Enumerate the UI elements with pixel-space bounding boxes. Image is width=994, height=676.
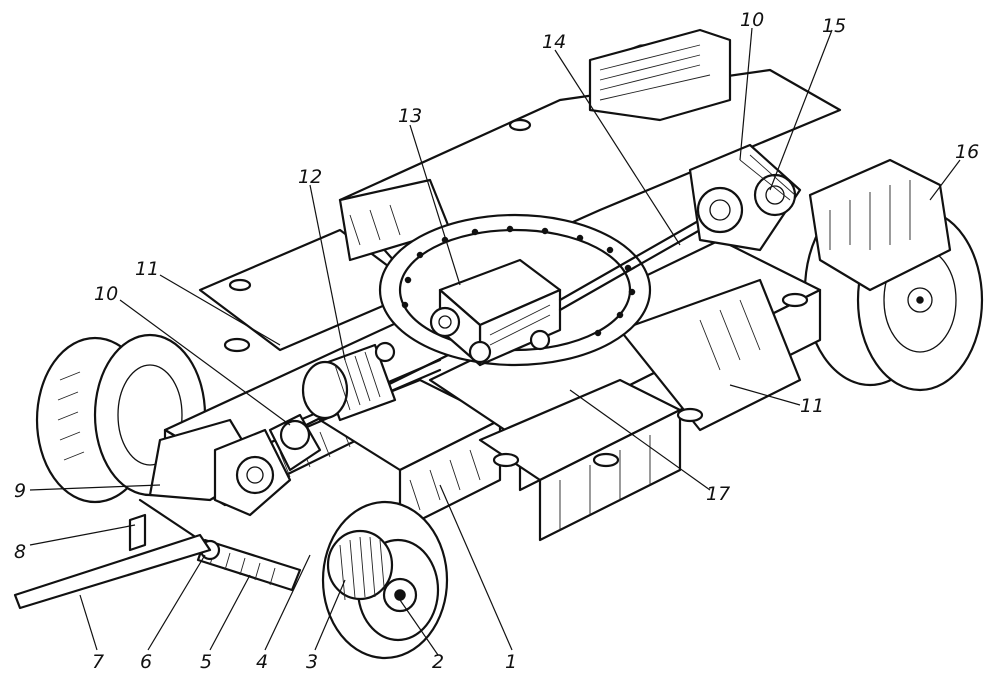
callout-8: 8 bbox=[14, 541, 26, 563]
electric-motor bbox=[301, 341, 397, 422]
callout-7: 7 bbox=[92, 651, 104, 673]
front-wheel bbox=[321, 500, 449, 660]
front-suspension bbox=[128, 413, 322, 592]
callout-17: 17 bbox=[706, 483, 730, 505]
callout-1: 1 bbox=[505, 651, 517, 673]
callout-9: 9 bbox=[14, 480, 26, 502]
support-pads bbox=[223, 118, 809, 468]
callout-15: 15 bbox=[822, 15, 846, 37]
callout-16: 16 bbox=[955, 141, 979, 163]
callout-13: 13 bbox=[398, 105, 422, 127]
callout-10-left: 10 bbox=[94, 283, 118, 305]
callout-3: 3 bbox=[306, 651, 318, 673]
rear-axle-drive bbox=[688, 143, 802, 252]
callout-14: 14 bbox=[542, 31, 566, 53]
callout-11-left: 11 bbox=[135, 258, 159, 280]
callout-4: 4 bbox=[256, 651, 268, 673]
callout-5: 5 bbox=[200, 651, 212, 673]
tow-bar bbox=[13, 533, 212, 610]
leader-lines bbox=[29, 27, 961, 656]
right-fender bbox=[808, 158, 952, 292]
callout-11-right: 11 bbox=[800, 395, 824, 417]
callout-10-right: 10 bbox=[740, 9, 764, 31]
callout-labels: 1 2 3 4 5 6 7 8 9 10 10 11 11 12 13 14 1… bbox=[14, 9, 979, 673]
callout-6: 6 bbox=[140, 651, 152, 673]
gearbox bbox=[429, 258, 562, 367]
callout-2: 2 bbox=[432, 651, 444, 673]
callout-12: 12 bbox=[298, 166, 322, 188]
